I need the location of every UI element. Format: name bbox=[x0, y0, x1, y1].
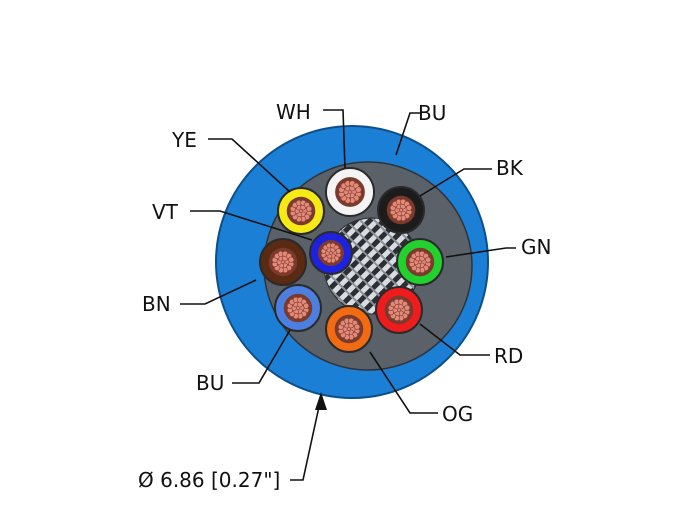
label-gn: GN bbox=[521, 235, 551, 259]
conductor-gn bbox=[396, 238, 444, 286]
conductor-rd bbox=[375, 286, 423, 334]
label-ye: YE bbox=[171, 128, 197, 152]
strand bbox=[306, 205, 313, 212]
label-og: OG bbox=[442, 402, 473, 426]
leader-rd bbox=[419, 323, 490, 356]
leader-wh bbox=[323, 109, 346, 169]
conductor-wh bbox=[325, 167, 375, 217]
labels: WH BU BK GN RD OG BU BN VT YE Ø 6.86 [0.… bbox=[138, 100, 551, 492]
strand bbox=[355, 186, 362, 193]
label-bu: BU bbox=[196, 371, 224, 395]
leader-vt bbox=[190, 210, 313, 241]
label-vt: VT bbox=[152, 200, 179, 224]
strand bbox=[354, 323, 361, 330]
diameter-arrow-icon bbox=[315, 392, 327, 410]
leader-og bbox=[369, 351, 438, 414]
strand bbox=[406, 204, 413, 211]
label-bk: BK bbox=[496, 156, 524, 180]
diameter-label: Ø 6.86 [0.27"] bbox=[138, 468, 280, 492]
strand bbox=[425, 256, 432, 263]
leader-ye bbox=[208, 138, 291, 193]
leader-diameter bbox=[290, 401, 321, 481]
conductor-bu bbox=[274, 284, 322, 332]
leader-bn bbox=[180, 279, 257, 305]
conductor-vt bbox=[309, 231, 353, 275]
strand bbox=[404, 304, 411, 311]
leader-gn bbox=[445, 247, 516, 258]
label-wh: WH bbox=[276, 100, 311, 124]
conductor-bn bbox=[259, 238, 307, 286]
label-rd: RD bbox=[494, 344, 523, 368]
leader-lines bbox=[180, 109, 516, 481]
leader-bk bbox=[419, 168, 492, 197]
strand bbox=[288, 256, 295, 263]
label-jacket-bu: BU bbox=[418, 101, 446, 125]
strand bbox=[303, 302, 310, 309]
leader-bu bbox=[232, 329, 291, 384]
strand bbox=[335, 248, 342, 254]
conductor-bk bbox=[377, 186, 425, 234]
conductor-og bbox=[325, 305, 373, 353]
conductor-ye bbox=[277, 187, 325, 235]
conductors bbox=[259, 167, 444, 353]
label-bn: BN bbox=[142, 292, 171, 316]
leader-jacket-bu bbox=[395, 112, 420, 156]
